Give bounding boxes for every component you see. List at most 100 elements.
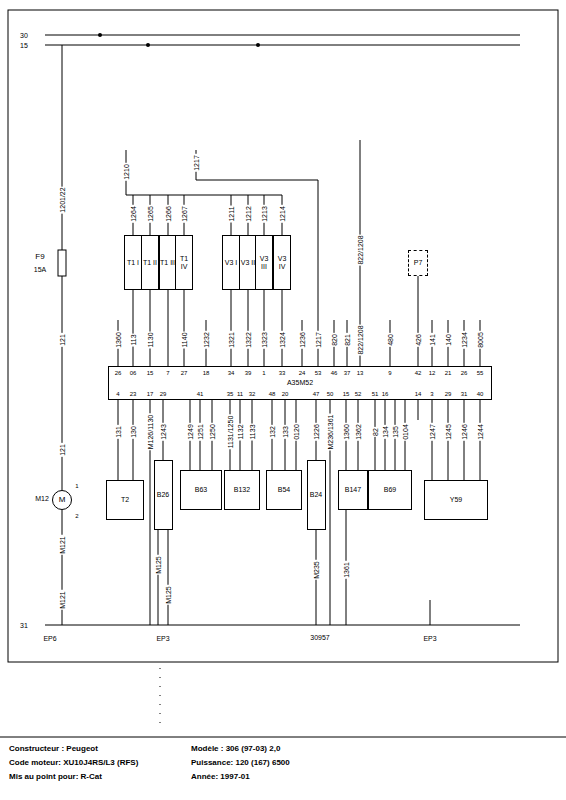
node-label: Y59	[450, 496, 462, 504]
wire-connector	[118, 400, 119, 480]
wire-connector	[282, 290, 283, 366]
wire-number: 1214	[279, 205, 286, 223]
wire-number: 1217	[315, 331, 322, 349]
sensor-box: B132	[224, 470, 260, 510]
node-label: T2	[121, 496, 129, 504]
terminal-label: 13	[356, 370, 365, 376]
supply-bus	[45, 35, 520, 45]
terminal-label: 41	[196, 391, 205, 397]
node-label: T1 III	[160, 259, 176, 267]
wire-number: M126/1130	[147, 414, 154, 451]
wire-number: 0120	[293, 423, 300, 441]
terminal-label: 30957	[309, 634, 330, 641]
wire-number: 1131/1250	[227, 415, 234, 450]
terminal-label: 31	[19, 622, 29, 629]
wire-number: 1201/22	[59, 186, 66, 213]
wire-number: 1246	[461, 423, 468, 441]
node-label: B69	[384, 486, 396, 494]
terminal-label: EP3	[422, 635, 437, 642]
wire-connector	[231, 290, 232, 366]
terminal-label: 17	[146, 391, 155, 397]
wire-number: 1324	[279, 331, 286, 349]
injector: V3 IV	[273, 235, 291, 290]
node-label: T1 II	[143, 259, 157, 267]
terminal-label: 15	[146, 370, 155, 376]
terminal-label: 12	[428, 370, 437, 376]
terminal-label: 21	[444, 370, 453, 376]
node-label: V3 IV	[274, 255, 290, 270]
node-label: V3 III	[256, 255, 272, 270]
injector: V3 III	[255, 235, 273, 290]
terminal-label: EP3	[155, 635, 170, 642]
wire-number: 480	[387, 333, 394, 347]
wire-number: 1243	[160, 423, 167, 441]
wire-number: 121	[59, 333, 66, 347]
wire-number: 1133	[249, 423, 256, 440]
footer-rule	[0, 737, 566, 738]
injector: V3 I	[222, 235, 240, 290]
wire-number: 1245	[445, 423, 452, 441]
terminal-label: 31	[460, 391, 469, 397]
node-label: B26	[157, 491, 169, 499]
relay-box: P7	[408, 250, 428, 276]
wire-number: 426	[415, 333, 422, 347]
terminal-label: 23	[129, 391, 138, 397]
terminal-label: 29	[159, 391, 168, 397]
wire-number: 140	[445, 333, 452, 347]
terminal-label: EP6	[42, 635, 57, 642]
dotted-mark	[160, 668, 161, 728]
terminal-label: 26	[114, 370, 123, 376]
wire-number: 133	[282, 425, 289, 439]
ground-bus	[45, 625, 520, 626]
wires	[0, 10, 566, 737]
wire-number: 1361	[343, 561, 350, 579]
node-label: B63	[195, 486, 207, 494]
terminal-label: 15	[19, 42, 29, 49]
terminal-label: 15	[342, 391, 351, 397]
terminal-label: F9	[34, 253, 45, 261]
wire-number: 1251	[197, 423, 204, 441]
wire-number: M121	[59, 590, 66, 610]
footer-text: Code moteur: XU10J4RS/L3 (RFS)	[8, 759, 139, 767]
sensor-box: T2	[106, 480, 144, 520]
wire-number: 131	[115, 425, 122, 439]
terminal-label: 1	[261, 370, 266, 376]
terminal-label: 14	[414, 391, 423, 397]
footer-text: Modèle : 306 (97-03) 2,0	[190, 745, 281, 753]
motor-circle: M	[52, 490, 72, 510]
wire-number: 1266	[165, 205, 172, 223]
terminal-label: 3	[429, 391, 434, 397]
terminal-label: 11	[236, 391, 244, 397]
terminal-label: 32	[248, 391, 257, 397]
node-label: B132	[234, 486, 250, 494]
terminal-label: 52	[354, 391, 363, 397]
terminal-label: 24	[298, 370, 307, 376]
terminal-label: 46	[330, 370, 339, 376]
sensor-box: B69	[368, 470, 412, 510]
footer-text: Puissance: 120 (167) 6500	[190, 759, 291, 767]
terminal-label: 4	[115, 391, 120, 397]
node-label: B24	[310, 491, 322, 499]
terminal-label: 20	[281, 391, 290, 397]
frame	[8, 10, 558, 662]
wire-number: 1140	[181, 331, 188, 348]
terminal-label: 55	[476, 370, 485, 376]
wire-connector	[264, 290, 265, 366]
wire-number: 1360	[115, 331, 122, 349]
wire-connector	[150, 290, 151, 366]
wire-number: 0104	[402, 423, 409, 441]
wire-connector	[418, 276, 419, 366]
wire-number: M236/1361	[327, 413, 334, 450]
wire-number: 1217	[193, 154, 200, 172]
wire-number: 1244	[477, 423, 484, 441]
terminal-label: 40	[476, 391, 485, 397]
wire-number: 1232	[203, 331, 210, 349]
wire-number: M121	[59, 535, 66, 555]
footer-text: Mis au point pour: R-Cat	[8, 773, 103, 781]
wire-number: 1236	[299, 331, 306, 349]
node-label: V3 I	[225, 259, 237, 267]
wire-number: 1323	[261, 331, 268, 349]
wire-number: 1267	[181, 205, 188, 223]
